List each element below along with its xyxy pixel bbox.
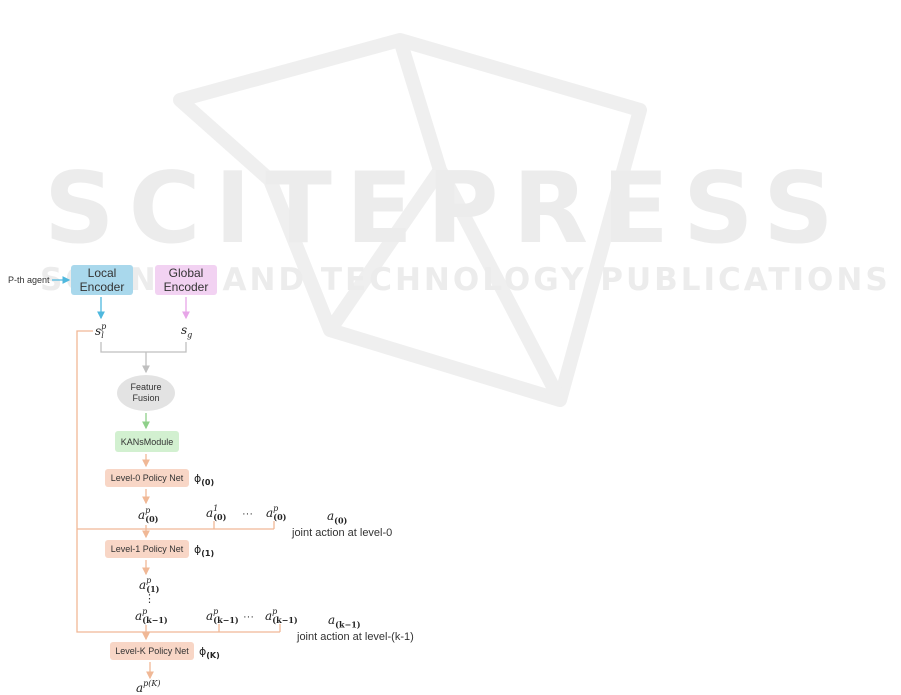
level-0-joint-action-label: joint action at level-0 <box>292 527 393 539</box>
level-k1-first-agent-action: ap(k−1) <box>206 607 239 626</box>
fusion-line1: Feature <box>130 382 162 392</box>
level-k-policy-net: Level-K Policy Net <box>110 642 194 660</box>
level-k1-last-agent-action: ap(k−1) <box>265 607 298 626</box>
level-0-joint-action-symbol: a(0) <box>327 509 348 526</box>
level-k-phi: ϕ(K) <box>199 645 220 661</box>
level-1-phi: ϕ(1) <box>194 543 215 559</box>
level-1-own-action: ap(1) <box>139 576 160 595</box>
level-k1-joint-action-label: joint action at level-(k-1) <box>297 631 414 643</box>
watermark-title: SCITEPRESS <box>44 152 848 266</box>
fusion-line2: Fusion <box>132 393 160 403</box>
local-encoder-line2: Encoder <box>79 280 125 294</box>
level-1-policy-net: Level-1 Policy Net <box>105 540 189 558</box>
level-k1-own-action: ap(k−1) <box>135 607 168 626</box>
agent-input-label: P-th agent <box>8 275 50 285</box>
kans-module-box: KANsModule <box>115 431 179 452</box>
level-0-policy-net: Level-0 Policy Net <box>105 469 189 487</box>
global-encoder-line1: Global <box>168 266 204 280</box>
level-k1-ellipsis: ··· <box>243 611 254 623</box>
local-encoder-line1: Local <box>87 266 117 280</box>
level-k1-joint-action-symbol: a(k−1) <box>328 613 361 630</box>
level-0-own-action: ap(0) <box>138 506 159 525</box>
local-state: spl <box>95 322 107 341</box>
vertical-ellipsis: ⋮ <box>144 593 155 605</box>
level-0-ellipsis: ··· <box>242 508 253 520</box>
level-0-phi: ϕ(0) <box>194 472 215 488</box>
global-encoder-line2: Encoder <box>163 280 209 294</box>
final-action-output: ap(K) <box>136 679 161 695</box>
global-state: sg <box>181 323 193 340</box>
level-0-last-agent-action: ap(0) <box>266 504 287 523</box>
level-0-first-agent-action: a1(0) <box>206 504 227 523</box>
